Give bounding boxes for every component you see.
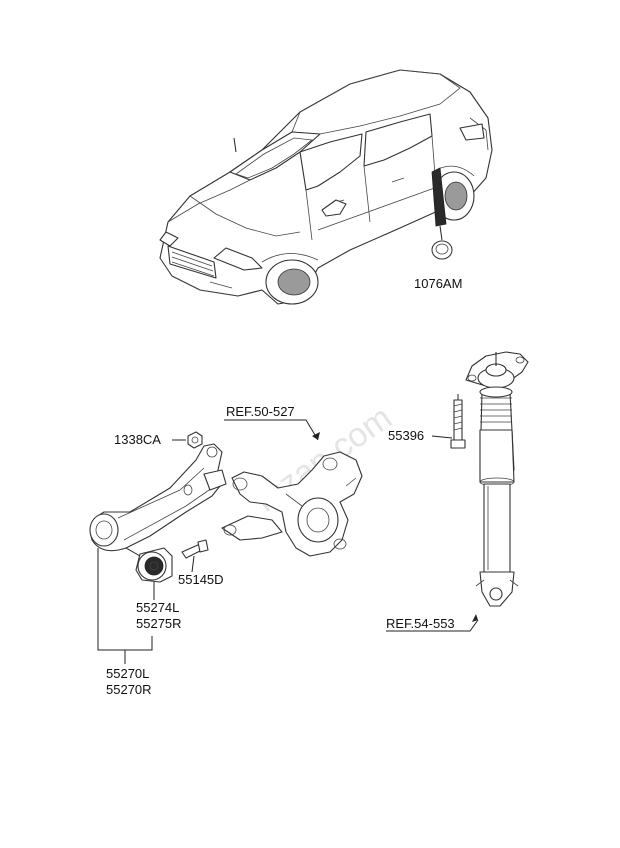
arrow-REF-54-553 <box>472 614 478 622</box>
leader-REF-50-527 <box>224 419 319 441</box>
nut-1338CA <box>187 431 203 449</box>
trailing-arm <box>89 443 227 552</box>
label-55145D: 55145D <box>178 572 224 587</box>
leader-55396 <box>431 435 453 439</box>
label-REF-50-527: REF.50-527 <box>226 404 295 419</box>
arrow-REF-50-527 <box>312 432 320 440</box>
plug-1076AM <box>431 225 453 260</box>
label-55275R: 55275R <box>136 616 182 631</box>
leader-bushing-to-arm <box>125 547 141 557</box>
label-55396: 55396 <box>388 428 424 443</box>
bolt-55396 <box>450 394 466 449</box>
leader-55145D <box>191 555 195 573</box>
label-55274L: 55274L <box>136 600 179 615</box>
label-1076AM: 1076AM <box>414 276 462 291</box>
shock-absorber <box>465 351 529 607</box>
bolt-55145D <box>181 539 209 559</box>
label-55270L: 55270L <box>106 666 149 681</box>
knuckle <box>221 451 363 557</box>
leader-REF-54-553 <box>386 619 479 632</box>
bushing-55274L <box>135 547 173 583</box>
label-REF-54-553: REF.54-553 <box>386 616 455 631</box>
label-1338CA: 1338CA <box>114 432 161 447</box>
label-55270R: 55270R <box>106 682 152 697</box>
car-illustration <box>159 69 493 305</box>
